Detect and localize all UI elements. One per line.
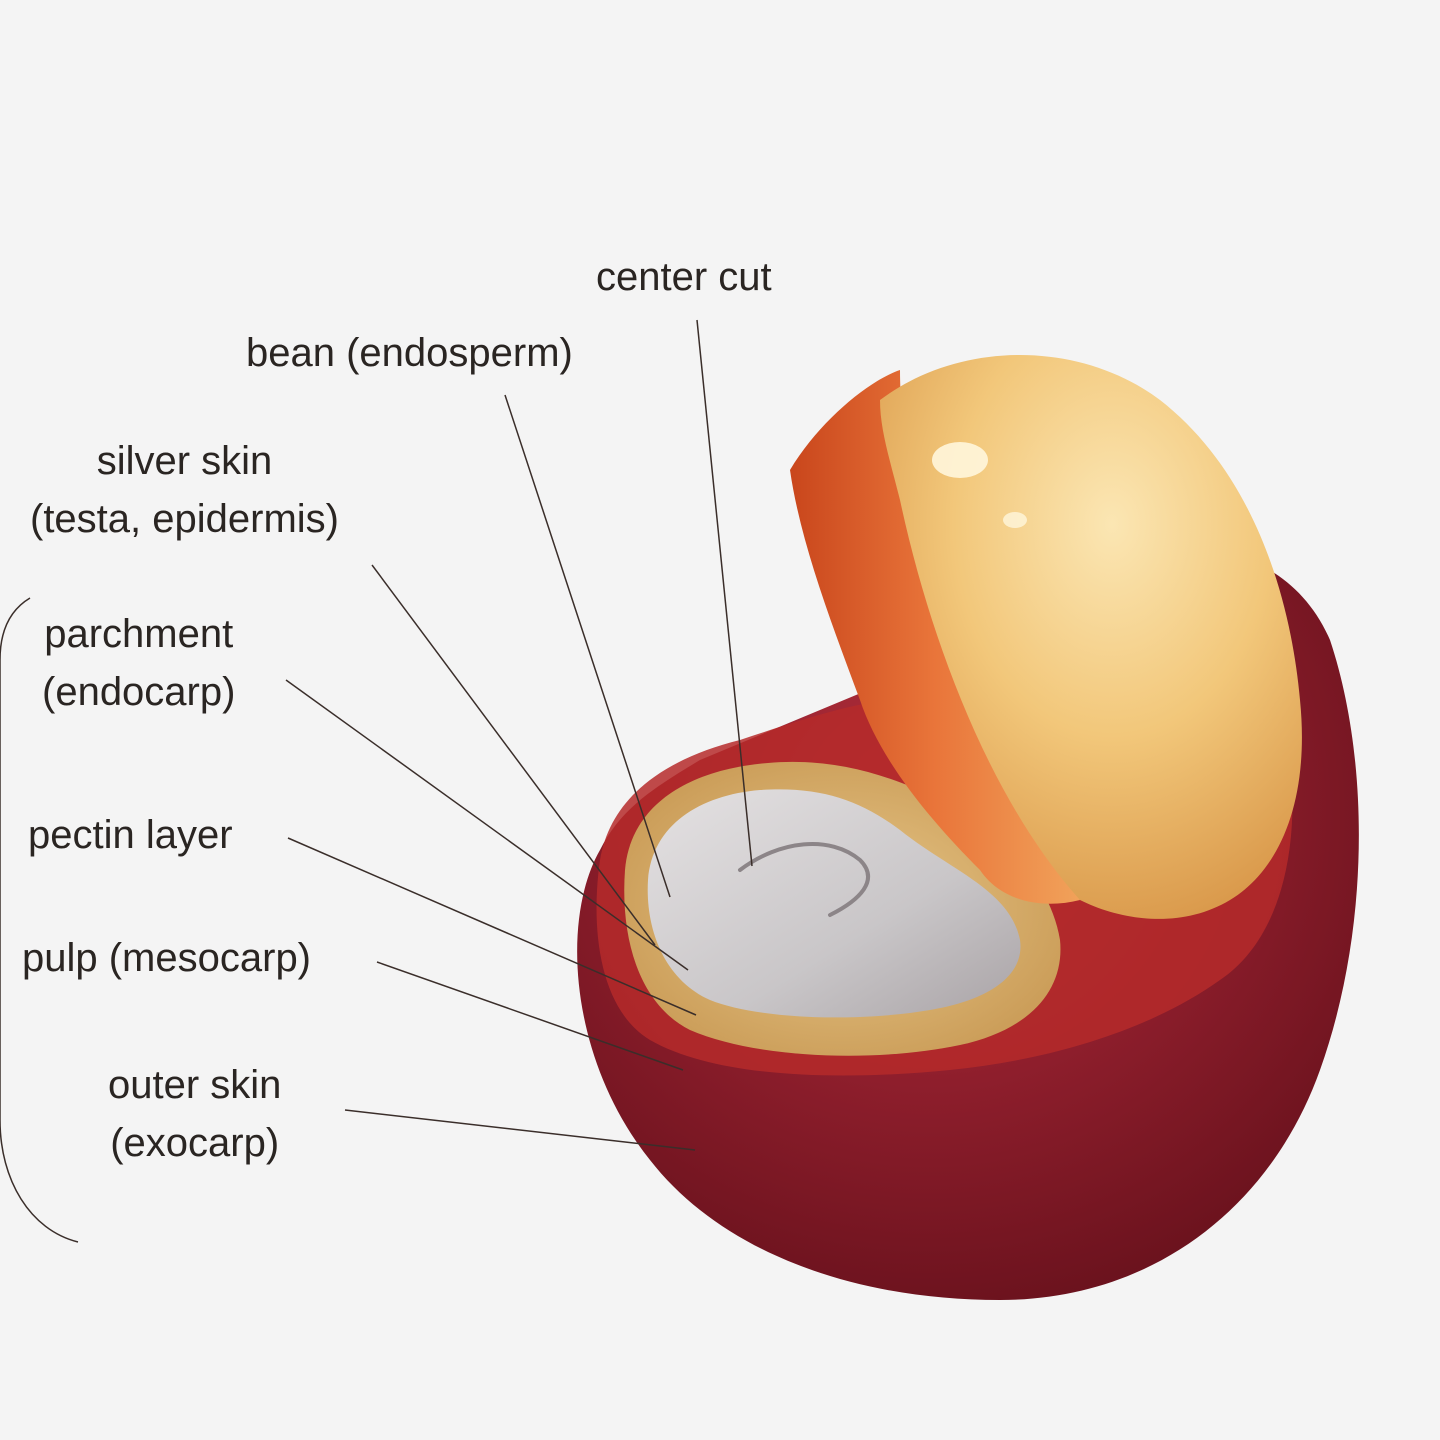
label-outer-skin: outer skin (exocarp) [108, 1063, 282, 1165]
label-pectin-layer: pectin layer [28, 813, 233, 857]
bean-endosperm-shape [880, 355, 1302, 919]
bean-highlight [932, 442, 988, 478]
label-silver-skin: silver skin (testa, epidermis) [30, 439, 339, 541]
leader-lines [0, 319, 753, 1243]
label-center-cut: center cut [596, 255, 772, 299]
leader-pulp [376, 961, 684, 1071]
label-parchment: parchment (endocarp) [42, 612, 236, 714]
leader-pectin [287, 837, 697, 1016]
leader-center-cut [696, 319, 753, 867]
label-bean: bean (endosperm) [246, 331, 573, 375]
center-cut-groove [738, 842, 871, 917]
bean-highlight-small [1003, 512, 1027, 528]
leader-bean [504, 394, 671, 898]
label-pulp: pulp (mesocarp) [22, 936, 312, 980]
bean-cut-face [647, 789, 1021, 1018]
bracket-curve [0, 597, 79, 1243]
leader-silver-skin [371, 564, 656, 946]
leader-outer-skin [344, 1109, 696, 1151]
leader-parchment [285, 679, 689, 971]
